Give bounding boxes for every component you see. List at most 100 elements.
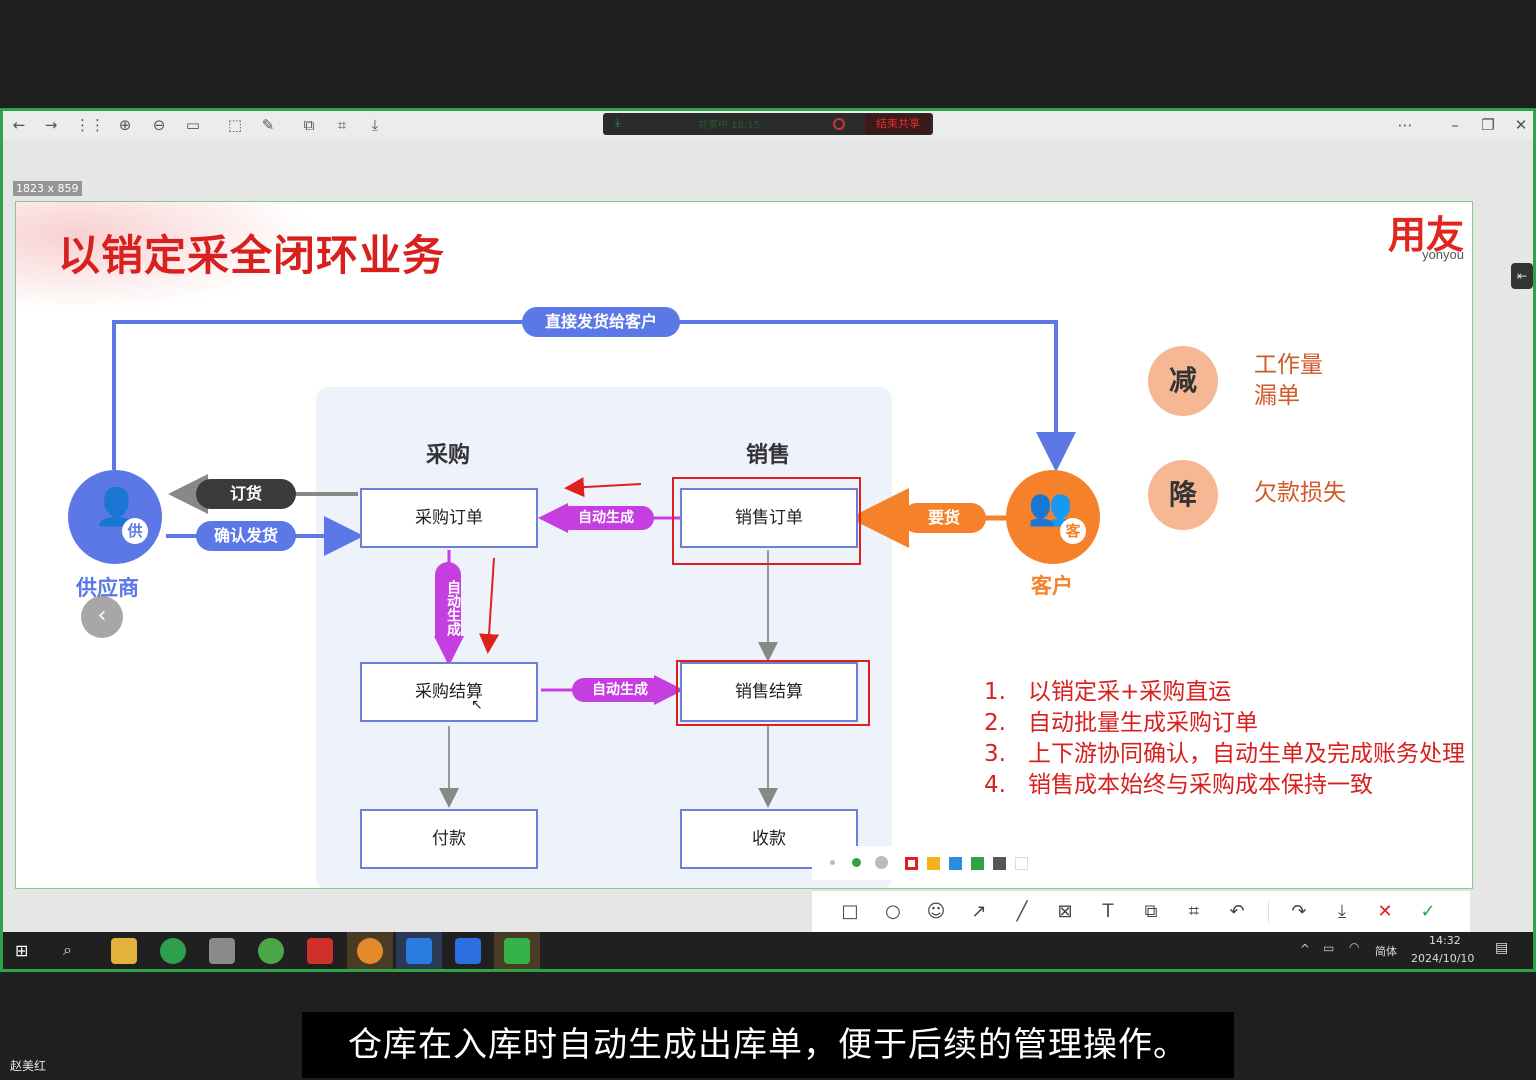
undo-icon[interactable]: ↶ [1229, 901, 1245, 922]
auto-generate-label-settle: 自动生成 [572, 678, 668, 702]
previous-slide-button[interactable]: ‹ [81, 596, 123, 638]
feishu-icon[interactable] [406, 938, 432, 964]
yonyou-logo: 用友 [1387, 213, 1464, 257]
actual-size-icon[interactable]: ▭ [185, 116, 201, 134]
text-tool-icon[interactable]: Ｔ [1099, 901, 1117, 922]
purchase-settlement-box: 采购结算 [360, 662, 538, 722]
clock-time: 14:32 [1429, 934, 1461, 947]
ime-indicator[interactable]: 简体 [1375, 945, 1397, 958]
rotate-icon[interactable]: ⬚ [227, 116, 243, 134]
sales-order-highlight [672, 477, 861, 565]
back-arrow-icon[interactable]: ← [12, 116, 26, 134]
yonyou-logo-text: yonyou [1422, 247, 1464, 262]
mosaic-tool-icon[interactable]: ⊠ [1057, 901, 1073, 922]
more-icon[interactable]: ⋯ [1397, 116, 1413, 134]
notes-icon[interactable] [209, 938, 235, 964]
color-swatch-gray[interactable] [993, 857, 1006, 870]
point-item: 4.销售成本始终与采购成本保持一致 [984, 772, 1373, 798]
search-icon[interactable]: ⌕ [63, 940, 72, 959]
pen-tool-icon[interactable]: ╱ [1016, 901, 1028, 922]
ellipse-tool-icon[interactable]: ○ [885, 901, 901, 922]
annotation-color-palette [812, 846, 1042, 880]
sales-order-box: 销售订单 [680, 488, 858, 548]
cancel-icon[interactable]: ✕ [1377, 901, 1393, 922]
download-icon: ⤓ [615, 115, 621, 129]
presentation-slide: 以销定采全闭环业务 用友 yonyou 直接发货给客户 [15, 201, 1473, 889]
emoji-tool-icon[interactable]: ☺ [926, 901, 946, 922]
wps-icon[interactable] [307, 938, 333, 964]
point-item: 3.上下游协同确认，自动生单及完成账务处理 [984, 741, 1465, 767]
auto-generate-label-vertical: 自动生成 [435, 562, 461, 648]
annotation-toolbar: □ ○ ☺ ↗ ╱ ⊠ Ｔ ⧉ ⌗ ↶ ↷ ⤓ ✕ ✓ [812, 890, 1470, 932]
chrome-icon[interactable] [160, 938, 186, 964]
forward-arrow-icon[interactable]: → [44, 116, 58, 134]
image-viewer-toolbar: ← → ⋮⋮ ⊕ ⊖ ▭ ⬚ ✎ ⧉ ⌗ ⤓ ⤓ 共享中 18:15 结束共享 … [3, 111, 1533, 139]
record-icon [833, 118, 845, 130]
pin-tool-icon[interactable]: ⌗ [1188, 901, 1200, 922]
screen-share-frame: ← → ⋮⋮ ⊕ ⊖ ▭ ⬚ ✎ ⧉ ⌗ ⤓ ⤓ 共享中 18:15 结束共享 … [0, 108, 1536, 972]
mouse-cursor-icon: ↖ [471, 697, 483, 713]
point-item: 2.自动批量生成采购订单 [984, 710, 1258, 736]
flow-diagram-background [316, 387, 892, 888]
zoom-in-icon[interactable]: ⊕ [118, 116, 132, 134]
color-swatch-yellow[interactable] [927, 857, 940, 870]
app-icon[interactable] [357, 938, 383, 964]
pen-size-small[interactable] [830, 860, 835, 865]
direct-ship-label: 直接发货给客户 [522, 307, 680, 337]
image-dimensions: 1823 x 859 [13, 181, 82, 196]
purchase-column-header: 采购 [426, 443, 471, 468]
order-goods-label: 订货 [196, 479, 296, 509]
auto-generate-label-order: 自动生成 [558, 506, 654, 530]
color-swatch-blue[interactable] [949, 857, 962, 870]
sales-settlement-box: 销售结算 [680, 662, 858, 722]
sales-settlement-highlight [676, 660, 870, 726]
copy-icon[interactable]: ⧉ [303, 116, 315, 134]
demand-label: 要货 [902, 503, 986, 533]
video-subtitle: 仓库在入库时自动生成出库单，便于后续的管理操作。 [302, 1012, 1234, 1078]
file-explorer-icon[interactable] [111, 938, 137, 964]
reduce-line-missed-orders: 漏单 [1254, 383, 1300, 409]
close-icon[interactable]: ✕ [1514, 116, 1528, 134]
pen-size-large[interactable] [875, 856, 888, 869]
download-icon[interactable]: ⤓ [1338, 901, 1346, 922]
grid-view-icon[interactable]: ⋮⋮ [75, 116, 105, 134]
customer-label: 客户 [1031, 574, 1073, 598]
share-status: 共享中 18:15 [698, 120, 760, 131]
crop-icon[interactable]: ⌗ [337, 116, 347, 134]
customer-avatar: 👥 客 [1006, 470, 1100, 564]
zoom-out-icon[interactable]: ⊖ [152, 116, 166, 134]
reduce-badge: 减 [1148, 346, 1218, 416]
color-swatch-white[interactable] [1015, 857, 1028, 870]
windows-start-icon[interactable]: ⊞ [15, 941, 29, 960]
color-swatch-red[interactable] [905, 857, 918, 870]
pen-size-medium[interactable] [852, 858, 861, 867]
screen-share-pill: ⤓ 共享中 18:15 结束共享 [603, 113, 933, 135]
copy-tool-icon[interactable]: ⧉ [1144, 901, 1158, 922]
color-swatch-green[interactable] [971, 857, 984, 870]
end-share-button[interactable]: 结束共享 [865, 114, 931, 134]
arrow-tool-icon[interactable]: ↗ [971, 901, 987, 922]
sales-column-header: 销售 [746, 443, 791, 468]
windows-taskbar: ⊞ ⌕ ^ ▭ ◠ 简体 14:32 2024/10/10 ▤ [3, 932, 1533, 969]
minimize-icon[interactable]: – [1451, 116, 1459, 134]
slide-title: 以销定采全闭环业务 [58, 231, 446, 280]
meeting-icon[interactable] [455, 938, 481, 964]
reduce-text: 工作量 漏单 [1254, 350, 1323, 412]
tray-chevron-icon[interactable]: ^ [1300, 942, 1311, 956]
restore-icon[interactable]: ❐ [1481, 116, 1495, 134]
supplier-badge: 供 [122, 518, 148, 544]
purchase-order-box: 采购订单 [360, 488, 538, 548]
customer-badge: 客 [1060, 518, 1086, 544]
toolbar-divider [1268, 901, 1269, 923]
confirm-icon[interactable]: ✓ [1420, 901, 1436, 922]
rectangle-tool-icon[interactable]: □ [841, 901, 859, 922]
wechat-icon[interactable] [504, 938, 530, 964]
collapse-panel-icon[interactable]: ⇤ [1511, 263, 1533, 289]
supplier-avatar: 👤 供 [68, 470, 162, 564]
share-icon[interactable]: ↷ [1291, 901, 1307, 922]
battery-icon: ▭ [1323, 941, 1335, 955]
browser-icon[interactable] [258, 938, 284, 964]
save-icon[interactable]: ⤓ [371, 116, 379, 134]
notification-icon[interactable]: ▤ [1495, 940, 1509, 956]
edit-icon[interactable]: ✎ [261, 116, 275, 134]
